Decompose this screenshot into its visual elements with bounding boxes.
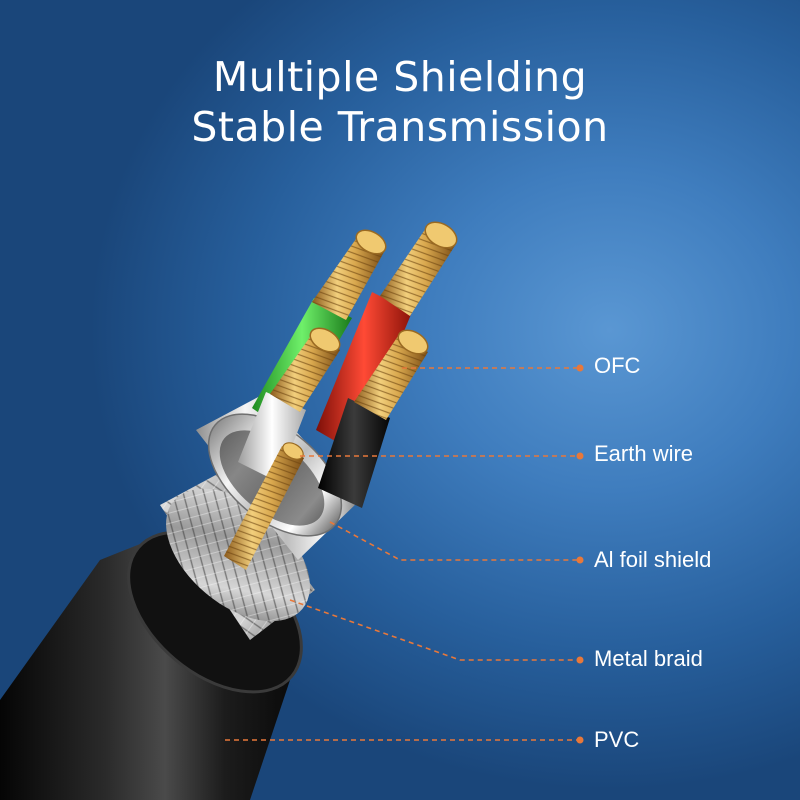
headline-line-2: Stable Transmission <box>191 103 609 151</box>
leader-dots <box>576 364 584 744</box>
label-ofc: OFC <box>594 353 641 378</box>
headline-line-1: Multiple Shielding <box>212 53 588 101</box>
label-pvc: PVC <box>594 727 640 752</box>
black-wire <box>318 329 429 508</box>
leader-lines <box>225 367 580 741</box>
earth-wire <box>224 442 304 570</box>
label-al-foil-shield: Al foil shield <box>594 547 712 572</box>
label-metal-braid: Metal braid <box>594 646 703 671</box>
headline: Multiple Shielding Stable Transmission <box>0 52 800 152</box>
white-wire <box>238 327 341 482</box>
leader-line-braid <box>289 599 580 661</box>
leader-line-foil <box>329 521 580 561</box>
label-earth-wire: Earth wire <box>594 441 694 466</box>
red-wire <box>316 221 458 452</box>
